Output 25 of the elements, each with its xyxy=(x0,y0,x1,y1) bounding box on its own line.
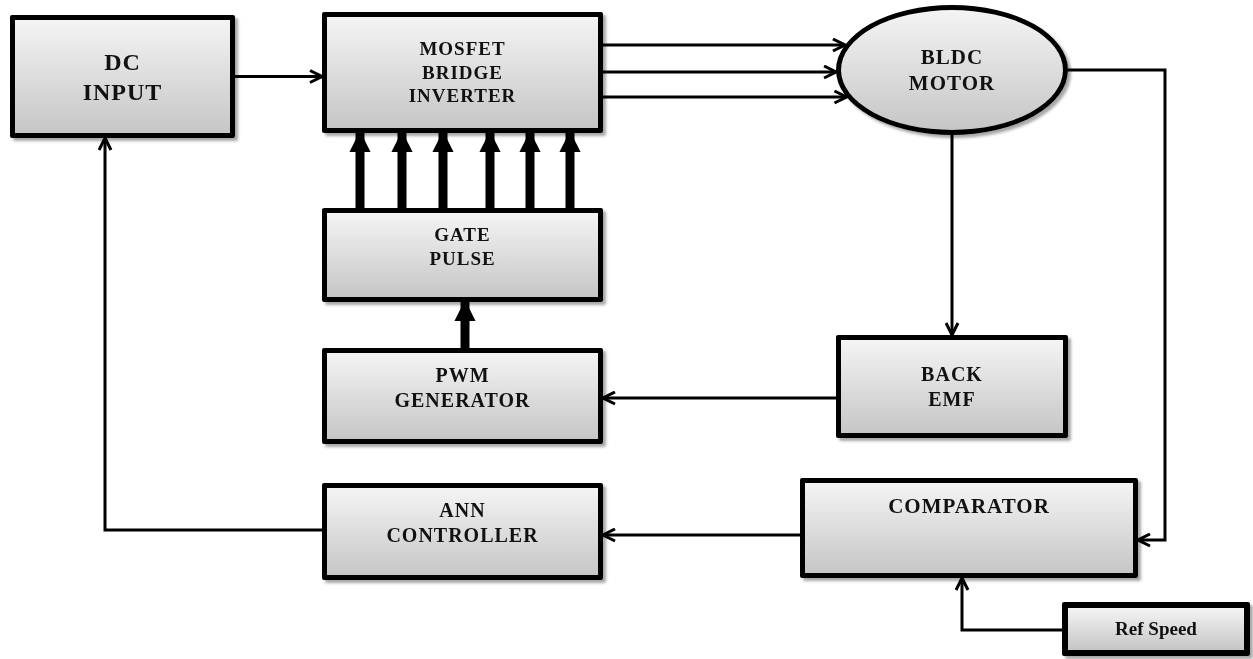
node-label: COMPARATOR xyxy=(888,493,1050,520)
arrow xyxy=(601,527,800,543)
process-box xyxy=(322,208,603,302)
arrow xyxy=(97,136,322,532)
node-label: GATE PULSE xyxy=(428,223,497,271)
node-label: PWM GENERATOR xyxy=(393,363,532,413)
process-box xyxy=(10,15,235,138)
process-box xyxy=(836,335,1068,438)
arrow xyxy=(954,576,1062,632)
arrow xyxy=(235,69,324,84)
node-label: BLDC MOTOR xyxy=(907,43,997,97)
node-label: MOSFET BRIDGE INVERTER xyxy=(407,36,518,109)
node-label: BACK EMF xyxy=(920,361,984,412)
node-label: Ref Speed xyxy=(1115,617,1197,641)
process-box xyxy=(322,12,603,133)
node-label: ANN CONTROLLER xyxy=(385,498,540,548)
process-box xyxy=(322,483,603,580)
arrow xyxy=(1068,68,1167,548)
arrow xyxy=(603,64,838,80)
process-box xyxy=(322,348,603,444)
arrow xyxy=(944,135,960,337)
process-box xyxy=(800,478,1138,578)
process-box xyxy=(1062,602,1250,656)
node-label: DC INPUT xyxy=(81,47,164,107)
arrow xyxy=(601,390,836,406)
